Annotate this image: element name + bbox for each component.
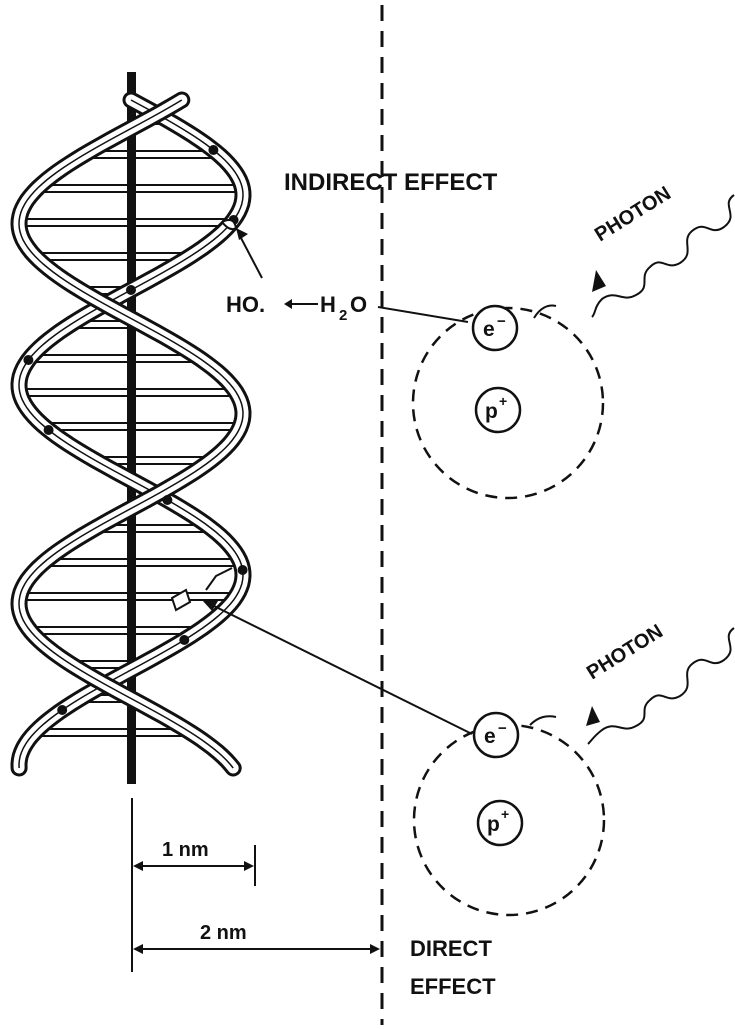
scale-2nm: 2 nm (133, 922, 380, 954)
phosphate-dot (23, 355, 33, 365)
photon-wave-bottom (588, 628, 734, 744)
phosphate-dot (208, 145, 218, 155)
phosphate-dot (126, 285, 136, 295)
photon-bottom-tail (530, 716, 556, 725)
scale-2nm-arrow-right (370, 944, 380, 954)
hydroxyl-label: HO. (226, 292, 265, 317)
electron-charge-top: − (497, 313, 506, 330)
scale-1nm: 1 nm (132, 798, 255, 972)
direct-effect-label-line2: EFFECT (410, 974, 496, 999)
proton-label-top: p (485, 400, 498, 423)
phosphate-dot (57, 705, 67, 715)
electron-label-top: e (483, 318, 495, 341)
scale-2nm-label: 2 nm (200, 922, 247, 944)
photon-arrowhead-bottom (586, 706, 600, 726)
base-pair-rung (19, 219, 232, 226)
phosphate-dot (238, 565, 248, 575)
photon-arrowhead-top (592, 270, 606, 292)
electron-label-bottom: e (484, 725, 496, 748)
phosphate-dot (179, 635, 189, 645)
direct-effect-arrow (214, 606, 472, 734)
phosphate-dot (44, 425, 54, 435)
water-label-sub: 2 (339, 307, 347, 324)
strand-fray-bottom (206, 568, 232, 590)
proton-label-bottom: p (487, 813, 500, 836)
base-pair-rung (30, 627, 200, 634)
base-pair-rung (35, 729, 190, 736)
electron-circle-top (473, 306, 517, 350)
base-pair-rung (35, 253, 191, 260)
proton-circle-top (476, 388, 520, 432)
scale-1nm-arrow-right (244, 861, 254, 871)
water-label-o: O (350, 292, 367, 317)
proton-charge-top: + (499, 393, 507, 409)
base-pair-rung (44, 423, 241, 430)
atom-indirect: e − p + (413, 306, 603, 498)
photon-label-bottom: PHOTON (583, 620, 667, 684)
base-pair-rung (38, 185, 243, 192)
proton-charge-bottom: + (501, 806, 509, 822)
scale-1nm-label: 1 nm (162, 839, 209, 861)
photon-label-top: PHOTON (591, 182, 675, 246)
indirect-effect-label: INDIRECT EFFECT (284, 169, 498, 196)
scale-1nm-arrow-left (133, 861, 143, 871)
radical-formation-label: HO. H 2 O (226, 292, 468, 324)
phosphate-dot (162, 495, 172, 505)
atom-direct: e − p + (414, 713, 604, 915)
base-pair-rung (30, 355, 199, 362)
electron-charge-bottom: − (498, 720, 507, 737)
dna-double-helix (19, 72, 248, 784)
water-to-hydroxyl-arrowhead (284, 299, 292, 309)
base-pair-rung (44, 559, 240, 566)
water-label-h: H (320, 292, 336, 317)
radical-attack-arrow (241, 238, 262, 278)
scale-2nm-arrow-left (133, 944, 143, 954)
water-electron-connector (378, 307, 468, 322)
direct-effect-label-line1: DIRECT (410, 936, 492, 961)
electron-circle-bottom (474, 713, 518, 757)
proton-circle-bottom (478, 801, 522, 845)
